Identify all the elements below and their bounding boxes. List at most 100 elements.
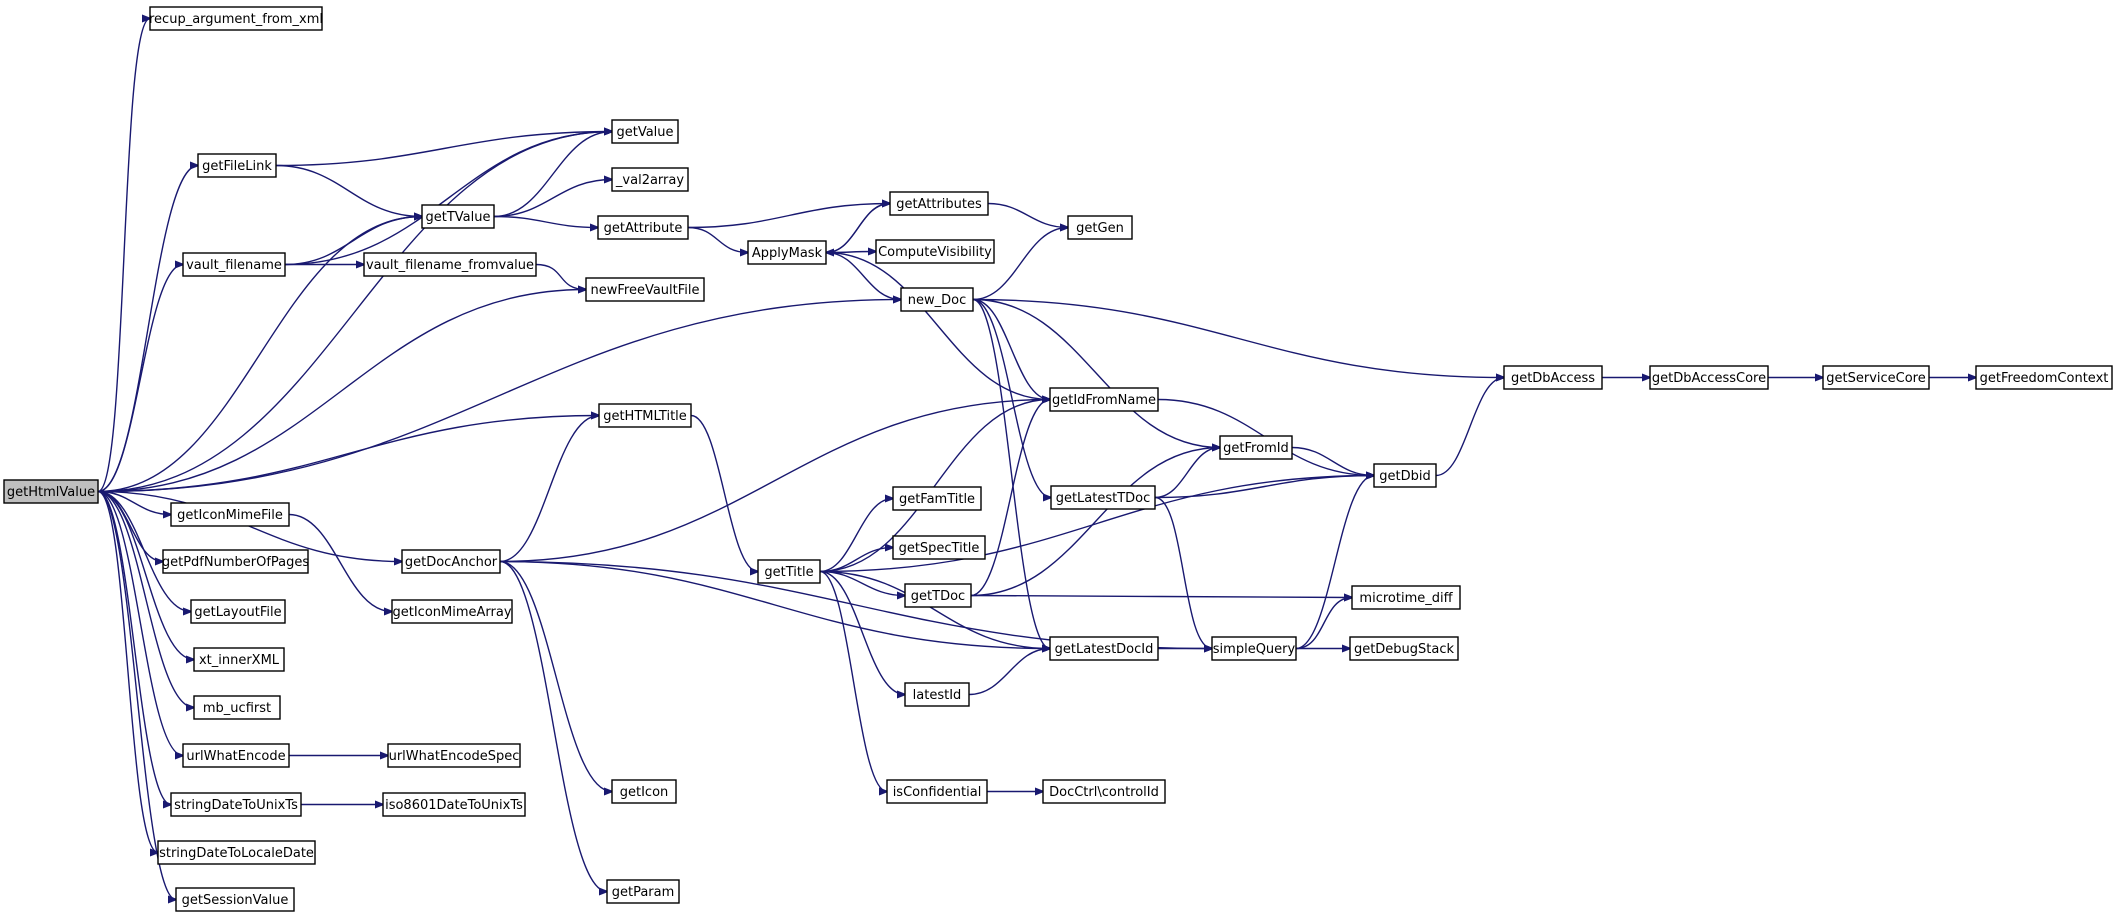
edge-gethtmlvalue-to-getvalue bbox=[97, 132, 612, 493]
node-box bbox=[421, 204, 495, 229]
node-box bbox=[197, 153, 277, 178]
node-label: getFreedomContext bbox=[1980, 371, 2109, 386]
node-docctrl-controlid[interactable]: DocCtrl\controlId bbox=[1042, 779, 1166, 804]
node-getpdfnumberofpages[interactable]: getPdfNumberOfPages bbox=[162, 549, 310, 574]
edge-vault-filename-to-getvalue bbox=[284, 132, 612, 266]
node-getfreedomcontext[interactable]: getFreedomContext bbox=[1975, 365, 2113, 390]
node-box bbox=[1042, 779, 1166, 804]
node-computevisibility[interactable]: ComputeVisibility bbox=[875, 239, 995, 264]
node-gettvalue[interactable]: getTValue bbox=[421, 204, 495, 229]
node-iso8601datetounixts[interactable]: iso8601DateToUnixTs bbox=[382, 792, 526, 817]
node-stringdatetounixts[interactable]: stringDateToUnixTs bbox=[170, 792, 302, 817]
node-box bbox=[170, 502, 290, 527]
node-gettitle[interactable]: getTitle bbox=[757, 559, 821, 584]
node-box bbox=[904, 682, 970, 707]
node-box bbox=[182, 252, 286, 277]
node-label: ComputeVisibility bbox=[878, 245, 992, 260]
node-getdbid[interactable]: getDbid bbox=[1373, 463, 1437, 488]
node-box bbox=[1050, 485, 1156, 510]
edge-gettdoc-to-getfromid bbox=[970, 448, 1220, 597]
node-label: getServiceCore bbox=[1826, 371, 1925, 386]
node-getsessionvalue[interactable]: getSessionValue bbox=[175, 887, 295, 912]
node-getfilelink[interactable]: getFileLink bbox=[197, 153, 277, 178]
edge-getlatesttdoc-to-simplequery bbox=[1154, 496, 1212, 649]
node-label: getIconMimeFile bbox=[177, 508, 283, 523]
node-label: isConfidential bbox=[893, 785, 982, 800]
node-urlwhatencodespec[interactable]: urlWhatEncodeSpec bbox=[387, 743, 521, 768]
node-vault-filename[interactable]: vault_filename bbox=[182, 252, 286, 277]
node-box bbox=[757, 559, 821, 584]
node-getspectitle[interactable]: getSpecTitle bbox=[892, 535, 986, 560]
node-getparam[interactable]: getParam bbox=[606, 879, 680, 904]
edge-gettitle-to-getlatestdocid bbox=[819, 570, 1050, 649]
node-box bbox=[193, 647, 285, 672]
node-box bbox=[1822, 365, 1930, 390]
node-label: getDebugStack bbox=[1354, 642, 1455, 657]
node-label: getTitle bbox=[764, 565, 813, 580]
node-box bbox=[900, 287, 974, 312]
node-getdocanchor[interactable]: getDocAnchor bbox=[401, 549, 501, 574]
node-getfamtitle[interactable]: getFamTitle bbox=[892, 486, 982, 511]
edge-gettdoc-to-microtime-diff bbox=[970, 596, 1352, 598]
node-stringdatetolocaledate[interactable]: stringDateToLocaleDate bbox=[157, 840, 316, 865]
node-box bbox=[889, 191, 989, 216]
node-simplequery[interactable]: simpleQuery bbox=[1211, 636, 1297, 661]
edge-gethtmlvalue-to-getsessionvalue bbox=[97, 490, 176, 900]
node-box bbox=[611, 779, 677, 804]
node-microtime-diff[interactable]: microtime_diff bbox=[1351, 585, 1461, 610]
edge-gettitle-to-getfamtitle bbox=[819, 499, 893, 573]
node-label: getGen bbox=[1076, 221, 1124, 236]
node-getattribute[interactable]: getAttribute bbox=[597, 215, 689, 240]
node-box bbox=[585, 277, 705, 302]
node-applymask[interactable]: ApplyMask bbox=[747, 240, 827, 265]
node-getdebugstack[interactable]: getDebugStack bbox=[1349, 636, 1459, 661]
node-xt-innerxml[interactable]: xt_innerXML bbox=[193, 647, 285, 672]
node-getlayoutfile[interactable]: getLayoutFile bbox=[190, 599, 286, 624]
edge-getdocanchor-to-getparam bbox=[499, 560, 607, 892]
node-latestid[interactable]: latestId bbox=[904, 682, 970, 707]
edge-new-doc-to-getidfromname bbox=[972, 298, 1050, 400]
node-box bbox=[363, 252, 537, 277]
node-getservicecore[interactable]: getServiceCore bbox=[1822, 365, 1930, 390]
node-new-doc[interactable]: new_Doc bbox=[900, 287, 974, 312]
edge-gettitle-to-gettdoc bbox=[819, 570, 905, 596]
node-label: latestId bbox=[913, 688, 962, 703]
node-box bbox=[387, 743, 521, 768]
node-getlatestdocid[interactable]: getLatestDocId bbox=[1049, 636, 1159, 661]
node-gethtmltitle[interactable]: getHTMLTitle bbox=[598, 403, 692, 428]
node-geticon[interactable]: getIcon bbox=[611, 779, 677, 804]
node-val2array[interactable]: _val2array bbox=[611, 167, 689, 192]
edge-getfilelink-to-getvalue bbox=[275, 132, 612, 167]
node-box bbox=[1211, 636, 1297, 661]
node-urlwhatencode[interactable]: urlWhatEncode bbox=[182, 743, 290, 768]
node-recup-argument-from-xml[interactable]: recup_argument_from_xml bbox=[149, 6, 323, 31]
node-geticonmimearray[interactable]: getIconMimeArray bbox=[391, 599, 513, 624]
node-mb-ucfirst[interactable]: mb_ucfirst bbox=[193, 695, 281, 720]
node-getfromid[interactable]: getFromId bbox=[1219, 435, 1293, 460]
edge-simplequery-to-getdbid bbox=[1295, 476, 1374, 650]
edge-gettitle-to-isconfidential bbox=[819, 570, 887, 792]
edge-getdocanchor-to-geticon bbox=[499, 560, 612, 792]
edges-layer bbox=[97, 19, 1976, 900]
node-vault-filename-fromvalue[interactable]: vault_filename_fromvalue bbox=[363, 252, 537, 277]
node-getidfromname[interactable]: getIdFromName bbox=[1049, 387, 1159, 412]
node-getdbaccesscore[interactable]: getDbAccessCore bbox=[1649, 365, 1769, 390]
node-getlatesttdoc[interactable]: getLatestTDoc bbox=[1050, 485, 1156, 510]
node-geticonmimefile[interactable]: getIconMimeFile bbox=[170, 502, 290, 527]
node-box bbox=[892, 486, 982, 511]
node-label: vault_filename bbox=[186, 258, 282, 273]
node-gettdoc[interactable]: getTDoc bbox=[904, 583, 972, 608]
node-getgen[interactable]: getGen bbox=[1067, 215, 1133, 240]
node-label: getDbid bbox=[1379, 469, 1430, 484]
node-getdbaccess[interactable]: getDbAccess bbox=[1503, 365, 1603, 390]
node-newfreevaultfile[interactable]: newFreeVaultFile bbox=[585, 277, 705, 302]
node-label: getAttribute bbox=[604, 221, 683, 236]
node-getattributes[interactable]: getAttributes bbox=[889, 191, 989, 216]
node-label: getDbAccessCore bbox=[1652, 371, 1766, 386]
node-gethtmlvalue[interactable]: getHtmlValue bbox=[3, 479, 99, 504]
edge-applymask-to-getidfromname bbox=[825, 251, 1050, 400]
node-getvalue[interactable]: getValue bbox=[611, 119, 679, 144]
edge-getattribute-to-getattributes bbox=[687, 204, 890, 229]
edge-gettitle-to-latestid bbox=[819, 570, 905, 695]
node-isconfidential[interactable]: isConfidential bbox=[886, 779, 988, 804]
